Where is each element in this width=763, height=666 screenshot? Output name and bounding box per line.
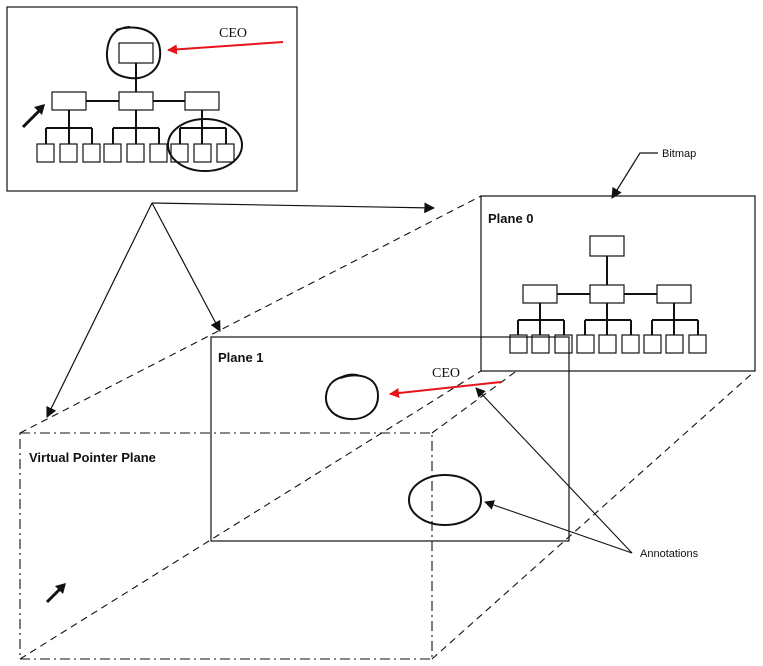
plane-1-red-arrow — [389, 381, 502, 399]
composite-pointer-arrow-icon — [21, 104, 45, 129]
plane-1-annotation-ellipse — [408, 474, 482, 526]
plane-0-org-chart — [509, 235, 707, 354]
annotations-label: Annotations — [640, 548, 699, 560]
composite-annotation-ellipse — [167, 118, 243, 172]
virtual-pointer-plane: Virtual Pointer Plane — [19, 432, 433, 660]
plane-0-label: Plane 0 — [488, 211, 534, 226]
annotations-pointer: Annotations — [475, 387, 699, 560]
plane-1-label: Plane 1 — [218, 350, 264, 365]
perspective-lines — [19, 195, 756, 660]
composite-org-chart — [36, 42, 235, 163]
virtual-pointer-plane-label: Virtual Pointer Plane — [29, 450, 156, 465]
plane-1-ceo-circle — [324, 373, 380, 421]
plane-1: Plane 1 CEO — [210, 336, 570, 542]
composite-red-arrow — [167, 41, 284, 55]
projection-arrows — [46, 202, 436, 418]
composite-ceo-circle — [105, 26, 162, 80]
composite-view: CEO — [6, 6, 298, 192]
virtual-pointer-arrow-icon — [45, 583, 66, 604]
plane-1-ceo-label: CEO — [432, 366, 460, 381]
composite-ceo-label: CEO — [219, 26, 247, 41]
plane-0: Plane 0 — [480, 195, 756, 372]
bitmap-arrow — [611, 152, 658, 199]
bitmap-label: Bitmap — [662, 148, 696, 160]
